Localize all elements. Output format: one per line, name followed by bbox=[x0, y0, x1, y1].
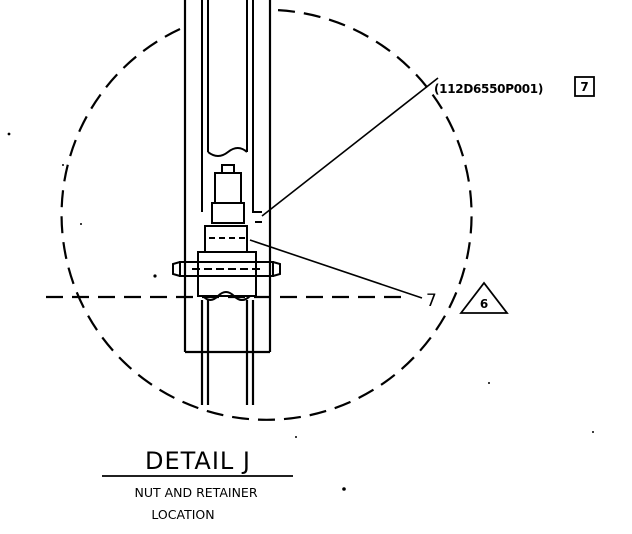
nut-body bbox=[214, 172, 242, 204]
flag-note-triangle bbox=[459, 281, 509, 314]
nut-washer bbox=[211, 202, 245, 224]
callout-item: 7 6 bbox=[426, 281, 509, 314]
inner-channel bbox=[201, 0, 254, 212]
outer-rail bbox=[183, 0, 272, 354]
detail-boundary-circle bbox=[60, 8, 473, 421]
leader-item-number bbox=[249, 239, 423, 299]
detail-subtitle-line1: NUT AND RETAINER bbox=[134, 485, 257, 500]
detail-title-block: DETAIL J NUT AND RETAINER LOCATION bbox=[102, 447, 293, 522]
detail-title: DETAIL J bbox=[145, 447, 251, 475]
nut-retainer-assembly bbox=[172, 164, 281, 301]
spacer-block bbox=[197, 251, 257, 297]
bolt-head-right bbox=[272, 261, 281, 277]
detail-boundary bbox=[46, 8, 473, 421]
flag-note-label: 6 bbox=[480, 297, 488, 311]
leader-part-number bbox=[261, 77, 439, 217]
part-note-label: 7 bbox=[580, 80, 588, 94]
callout-part-number: (112D6550P001) 7 bbox=[434, 76, 595, 97]
scan-specks bbox=[7, 132, 594, 491]
bolt-head-left bbox=[172, 261, 181, 277]
leader-lines bbox=[249, 77, 439, 299]
detail-subtitle-line2: LOCATION bbox=[151, 507, 214, 522]
lower-member bbox=[200, 300, 255, 405]
item-number-label: 7 bbox=[426, 291, 437, 311]
part-number-label: (112D6550P001) bbox=[434, 82, 543, 96]
nut-top bbox=[221, 164, 235, 174]
part-note-box bbox=[574, 76, 595, 97]
bolt-shank bbox=[179, 261, 274, 277]
